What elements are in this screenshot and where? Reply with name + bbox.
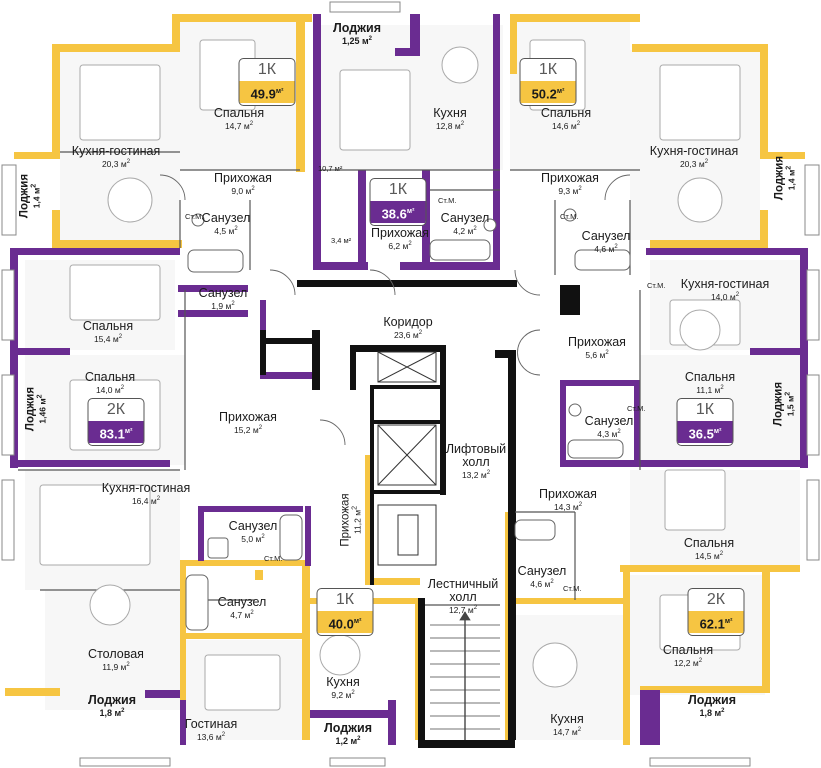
apartment-type: 2К [706,591,726,608]
apartment-type: 1К [335,591,355,608]
fixture-label: Ст.М. [647,281,666,290]
apartment-badge: 1К 36.5м² [676,398,734,446]
apartment-badge: 2К 83.1м² [87,398,145,446]
apartment-badge: 1К 38.6м² [369,178,427,226]
apartment-type: 1К [257,61,277,78]
small-area-label: 3,4 м² [331,236,352,245]
apartment-type: 1К [388,181,408,198]
furniture [39,39,741,711]
apartment-badge: 2К 62.1м² [687,588,745,636]
fixture-label: Ст.М. [563,584,582,593]
apartment-area: 83.1м² [88,421,144,443]
apartment-area: 50.2м² [520,81,576,103]
fixture-label: Ст.М. [560,212,579,221]
apartment-badge: 1К 50.2м² [519,58,577,106]
apartment-badge: 1К 49.9м² [238,58,296,106]
apartment-type: 1К [695,401,715,418]
apartment-area: 36.5м² [677,421,733,443]
fixture-label: Ст.М. [627,404,646,413]
structural-walls [260,280,580,748]
small-area-label: 10,7 м² [318,164,343,173]
elevator-shafts [377,351,437,566]
apartment-type: 2К [106,401,126,418]
partition-lines [18,151,641,606]
apartment-type: 1К [538,61,558,78]
apartment-area: 40.0м² [317,611,373,633]
staircase [430,611,500,740]
apartment-badge: 1К 40.0м² [316,588,374,636]
door-swings [159,174,631,446]
apartment-area: 62.1м² [688,611,744,633]
bathroom-fixtures [185,208,631,631]
fixture-label: Ст.М. [438,196,457,205]
fixture-label: Ст.М. [264,554,283,563]
apartment-area: 49.9м² [239,81,295,103]
fixture-label: Ст.М. [185,212,204,221]
apartment-area: 38.6м² [370,201,426,223]
